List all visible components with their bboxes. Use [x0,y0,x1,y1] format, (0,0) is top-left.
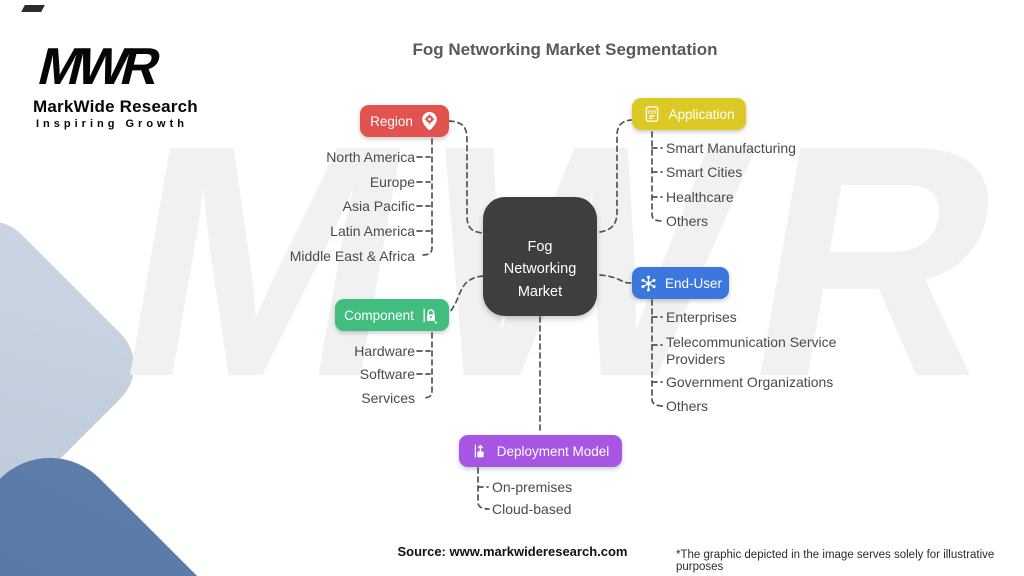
branch-pill-end-user: End-User [632,267,729,299]
segment-item-application: Smart Cities [666,164,743,180]
segment-item-component: Hardware [354,343,415,359]
logo-mark: MWR [32,38,163,96]
application-doc-icon: EDI [646,106,659,122]
logo-name: MarkWide Research [33,96,198,116]
branch-label-deployment-model: Deployment Model [496,443,610,459]
segment-item-region: North America [326,149,415,165]
segment-item-application: Healthcare [666,189,734,205]
segment-item-end-user: Others [666,398,709,414]
branch-pill-region: Region [360,105,449,137]
page-title: Fog Networking Market Segmentation [412,40,718,59]
branch-pill-component: Component [335,299,449,331]
connector-application-items [651,131,664,222]
connector-component-items [421,332,433,399]
branch-pill-deployment-model: Deployment Model [459,435,622,467]
connector-region-main [448,120,484,234]
branch-label-end-user: End-User [664,275,723,291]
branch-label-application: Application [668,106,735,122]
lock-icon [423,308,438,323]
deploy-box-icon [474,444,484,458]
segment-item-deployment: Cloud-based [492,501,572,517]
center-node: Fog Networking Market [483,197,597,316]
branch-pill-application: EDI Application [632,98,746,130]
segment-item-end-user: Enterprises [666,309,737,325]
segment-item-component: Software [359,366,415,382]
center-node-label: Fog Networking Market [503,238,577,300]
disclaimer-note: *The graphic depicted in the image serve… [676,549,995,573]
logo: MWR MarkWide Research Inspiring Growth [33,38,198,130]
branch-label-region: Region [370,113,413,129]
segment-item-component: Services [361,390,415,406]
connector-application-main [599,119,632,233]
network-hub-icon [641,275,656,291]
segment-item-region: Latin America [330,223,415,239]
connector-enduser-items [651,299,664,407]
segment-item-end-user: Telecommunication Service Providers [666,334,837,367]
connector-enduser-main [599,274,633,284]
source-line: Source: www.markwideresearch.com [397,544,628,559]
application-icon-text: EDI [648,109,657,115]
segment-item-deployment: On-premises [492,479,573,495]
branch-label-component: Component [344,307,414,323]
connector-region-items [421,138,433,256]
segment-item-region: Asia Pacific [342,198,415,214]
segment-item-region: Middle East & Africa [289,248,415,264]
logo-tagline: Inspiring Growth [36,117,188,130]
location-pin-icon [422,111,437,130]
segment-item-application: Others [666,213,709,229]
segment-item-application: Smart Manufacturing [666,140,796,156]
connector-deployment-items [477,467,490,510]
segment-item-end-user: Government Organizations [666,374,834,390]
connector-component-main [449,275,484,313]
segment-item-region: Europe [369,174,415,190]
